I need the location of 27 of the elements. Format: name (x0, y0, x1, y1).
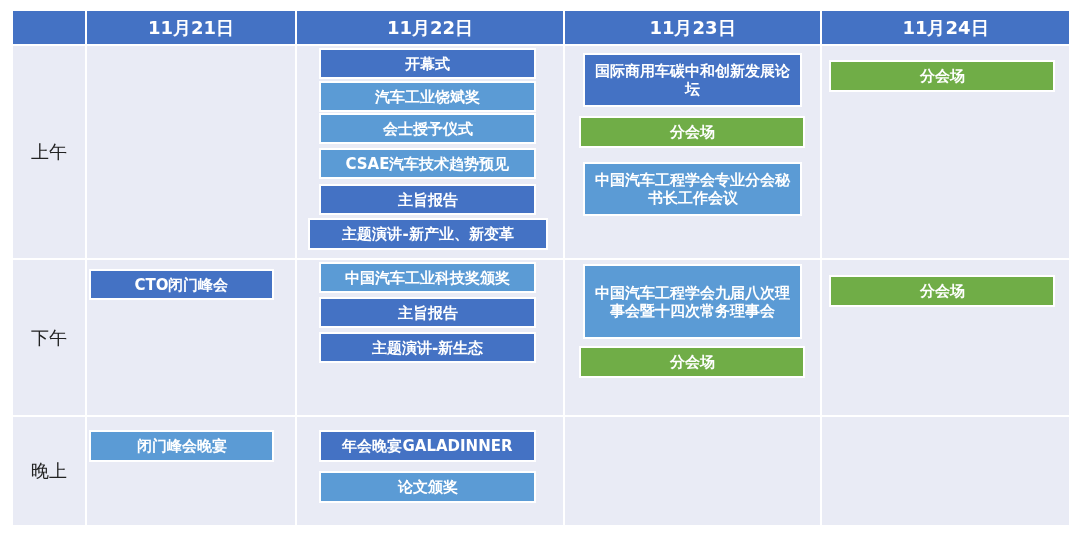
parallel-session-box: 分会场 (579, 346, 805, 378)
session-box: 主题演讲-新生态 (319, 332, 536, 363)
event-box: 闭门峰会晚宴 (89, 430, 274, 462)
event-box: CSAE汽车技术趋势预见 (319, 148, 536, 179)
date-header: 11月22日 (386, 15, 474, 40)
event-box: 汽车工业饶斌奖 (319, 81, 536, 112)
session-box: 年会晚宴GALADINNER (319, 430, 536, 462)
parallel-session-box: 分会场 (579, 116, 805, 148)
session-box: 主旨报告 (319, 184, 536, 215)
date-header: 11月23日 (649, 15, 736, 40)
session-box: 国际商用车碳中和创新发展论坛 (583, 53, 802, 107)
time-slot-label: 上午 (31, 140, 67, 164)
date-header: 11月24日 (902, 15, 989, 40)
session-box: 开幕式 (319, 48, 536, 79)
session-box: 主旨报告 (319, 297, 536, 328)
date-header: 11月21日 (147, 15, 235, 40)
time-slot-label: 下午 (31, 325, 67, 350)
session-box: CTO闭门峰会 (89, 269, 274, 300)
session-box: 主题演讲-新产业、新变革 (308, 218, 548, 250)
event-box: 中国汽车工业科技奖颁奖 (319, 262, 536, 293)
event-box: 中国汽车工程学会九届八次理事会暨十四次常务理事会 (583, 264, 802, 339)
time-slot-label: 晚上 (31, 459, 67, 483)
parallel-session-box: 分会场 (829, 60, 1055, 92)
event-box: 中国汽车工程学会专业分会秘书长工作会议 (583, 162, 802, 216)
event-box: 会士授予仪式 (319, 113, 536, 144)
event-box: 论文颁奖 (319, 471, 536, 503)
parallel-session-box: 分会场 (829, 275, 1055, 307)
